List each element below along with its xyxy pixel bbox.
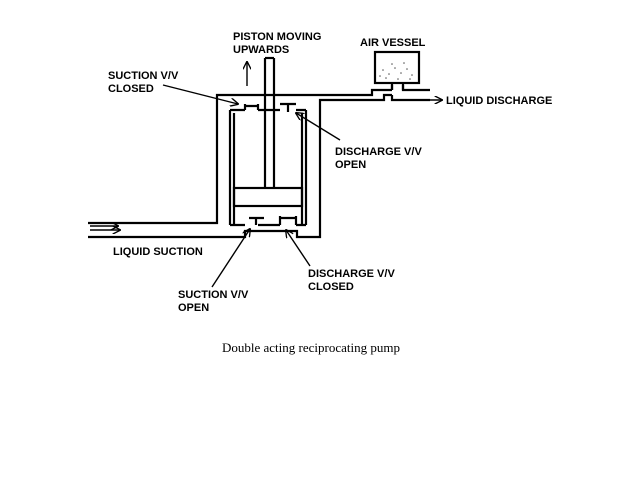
label-discharge-valve-closed-1: DISCHARGE V/V (308, 268, 395, 280)
discharge-valve-top (280, 102, 296, 112)
piston (232, 56, 304, 208)
air-vessel (373, 50, 421, 90)
suction-valve-top (243, 104, 260, 110)
label-air-vessel: AIR VESSEL (360, 37, 426, 49)
label-piston-moving: PISTON MOVING (233, 31, 321, 43)
discharge-valve-bottom (278, 216, 298, 225)
flow-arrows (90, 62, 442, 230)
label-discharge-valve-closed-2: CLOSED (308, 281, 354, 293)
figure-caption: Double acting reciprocating pump (222, 340, 400, 355)
label-suction-valve-open-2: OPEN (178, 302, 209, 314)
label-discharge-valve-open-2: OPEN (335, 159, 366, 171)
label-suction-valve-closed-2: CLOSED (108, 83, 154, 95)
label-discharge-valve-open-1: DISCHARGE V/V (335, 146, 422, 158)
label-upwards: UPWARDS (233, 44, 289, 56)
label-suction-valve-closed-1: SUCTION V/V (108, 70, 179, 82)
leader-lines (162, 84, 341, 288)
cylinder (232, 113, 304, 224)
label-suction-valve-open-1: SUCTION V/V (178, 289, 249, 301)
label-liquid-discharge: LIQUID DISCHARGE (446, 95, 552, 107)
label-liquid-suction: LIQUID SUCTION (113, 246, 203, 258)
suction-valve-bottom (249, 216, 264, 225)
